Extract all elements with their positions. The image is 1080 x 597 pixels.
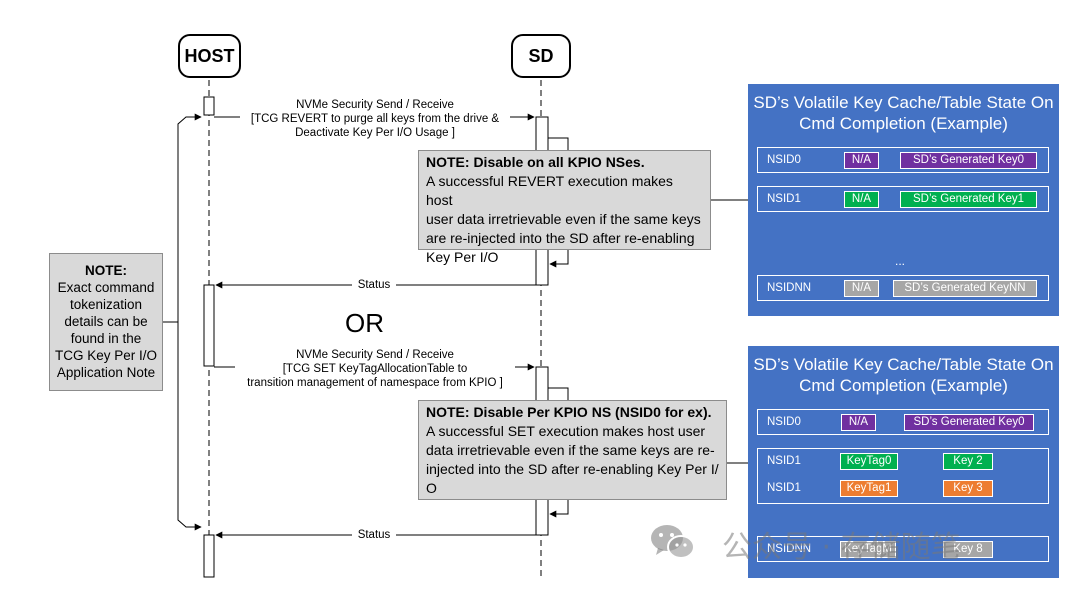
key-tag-chip: N/A xyxy=(844,280,879,297)
panel-2-row: NSID0 N/A SD’s Generated Key0 xyxy=(757,409,1049,435)
message-2-label: NVMe Security Send / Receive xyxy=(296,349,454,361)
key-chip: SD’s Generated Key1 xyxy=(900,191,1037,208)
host-activation-1 xyxy=(203,96,215,116)
key-cache-panel-1: SD’s Volatile Key Cache/Table State On C… xyxy=(748,84,1059,316)
key-tag-chip: N/A xyxy=(844,191,879,208)
key-tag-chip: KeyTagM xyxy=(840,541,896,558)
message-1-label: NVMe Security Send / Receive xyxy=(296,99,454,111)
message-2-detail: [TCG SET KeyTagAllocationTable to transi… xyxy=(235,362,515,390)
status-label-1: Status xyxy=(352,278,396,292)
panel-2-row: NSID1 KeyTag1 Key 3 xyxy=(758,476,1048,503)
message-1-detail: [TCG REVERT to purge all keys from the d… xyxy=(240,112,510,140)
panel-1-title: SD’s Volatile Key Cache/Table State On C… xyxy=(753,93,1054,133)
key-chip: SD’s Generated Key0 xyxy=(900,152,1037,169)
or-label: OR xyxy=(345,308,384,338)
left-bracket xyxy=(177,116,200,528)
wechat-icon xyxy=(651,525,695,559)
panel-1-ellipsis: ... xyxy=(895,254,906,268)
panel-1-row: NSID1 N/A SD’s Generated Key1 xyxy=(757,186,1049,212)
panel-2-row: NSID1 KeyTag0 Key 2 xyxy=(758,449,1048,476)
host-lifeline-head: HOST xyxy=(178,34,241,78)
status-label-2: Status xyxy=(352,528,396,542)
key-tag-chip: N/A xyxy=(841,414,876,431)
note-set: NOTE: Disable Per KPIO NS (NSID0 for ex)… xyxy=(418,400,727,500)
key-tag-chip: KeyTag1 xyxy=(840,480,898,497)
watermark: 公众号 · 存储随笔 xyxy=(650,518,1050,568)
sd-lifeline-head: SD xyxy=(511,34,571,78)
left-note: NOTE: Exact command tokenization details… xyxy=(49,253,163,391)
key-cache-panel-2: SD’s Volatile Key Cache/Table State On C… xyxy=(748,346,1059,578)
key-chip: SD’s Generated KeyNN xyxy=(893,280,1037,297)
panel-1-row: NSID0 N/A SD’s Generated Key0 xyxy=(757,147,1049,173)
key-chip: Key 2 xyxy=(943,453,993,470)
panel-1-row: NSIDNN N/A SD’s Generated KeyNN xyxy=(757,275,1049,301)
host-activation-3 xyxy=(203,534,215,578)
key-chip: Key 8 xyxy=(943,541,993,558)
panel-2-row: NSIDNN KeyTagM Key 8 xyxy=(757,536,1049,562)
key-chip: Key 3 xyxy=(943,480,993,497)
key-tag-chip: N/A xyxy=(844,152,879,169)
host-activation-2 xyxy=(203,284,215,367)
panel-2-title: SD’s Volatile Key Cache/Table State On C… xyxy=(753,355,1054,395)
key-tag-chip: KeyTag0 xyxy=(840,453,898,470)
watermark-text: 公众号 · 存储随笔 xyxy=(722,530,961,565)
panel-2-group: NSID1 KeyTag0 Key 2 NSID1 KeyTag1 Key 3 xyxy=(757,448,1049,504)
key-chip: SD’s Generated Key0 xyxy=(904,414,1034,431)
note-revert: NOTE: Disable on all KPIO NSes. A succes… xyxy=(418,150,711,265)
